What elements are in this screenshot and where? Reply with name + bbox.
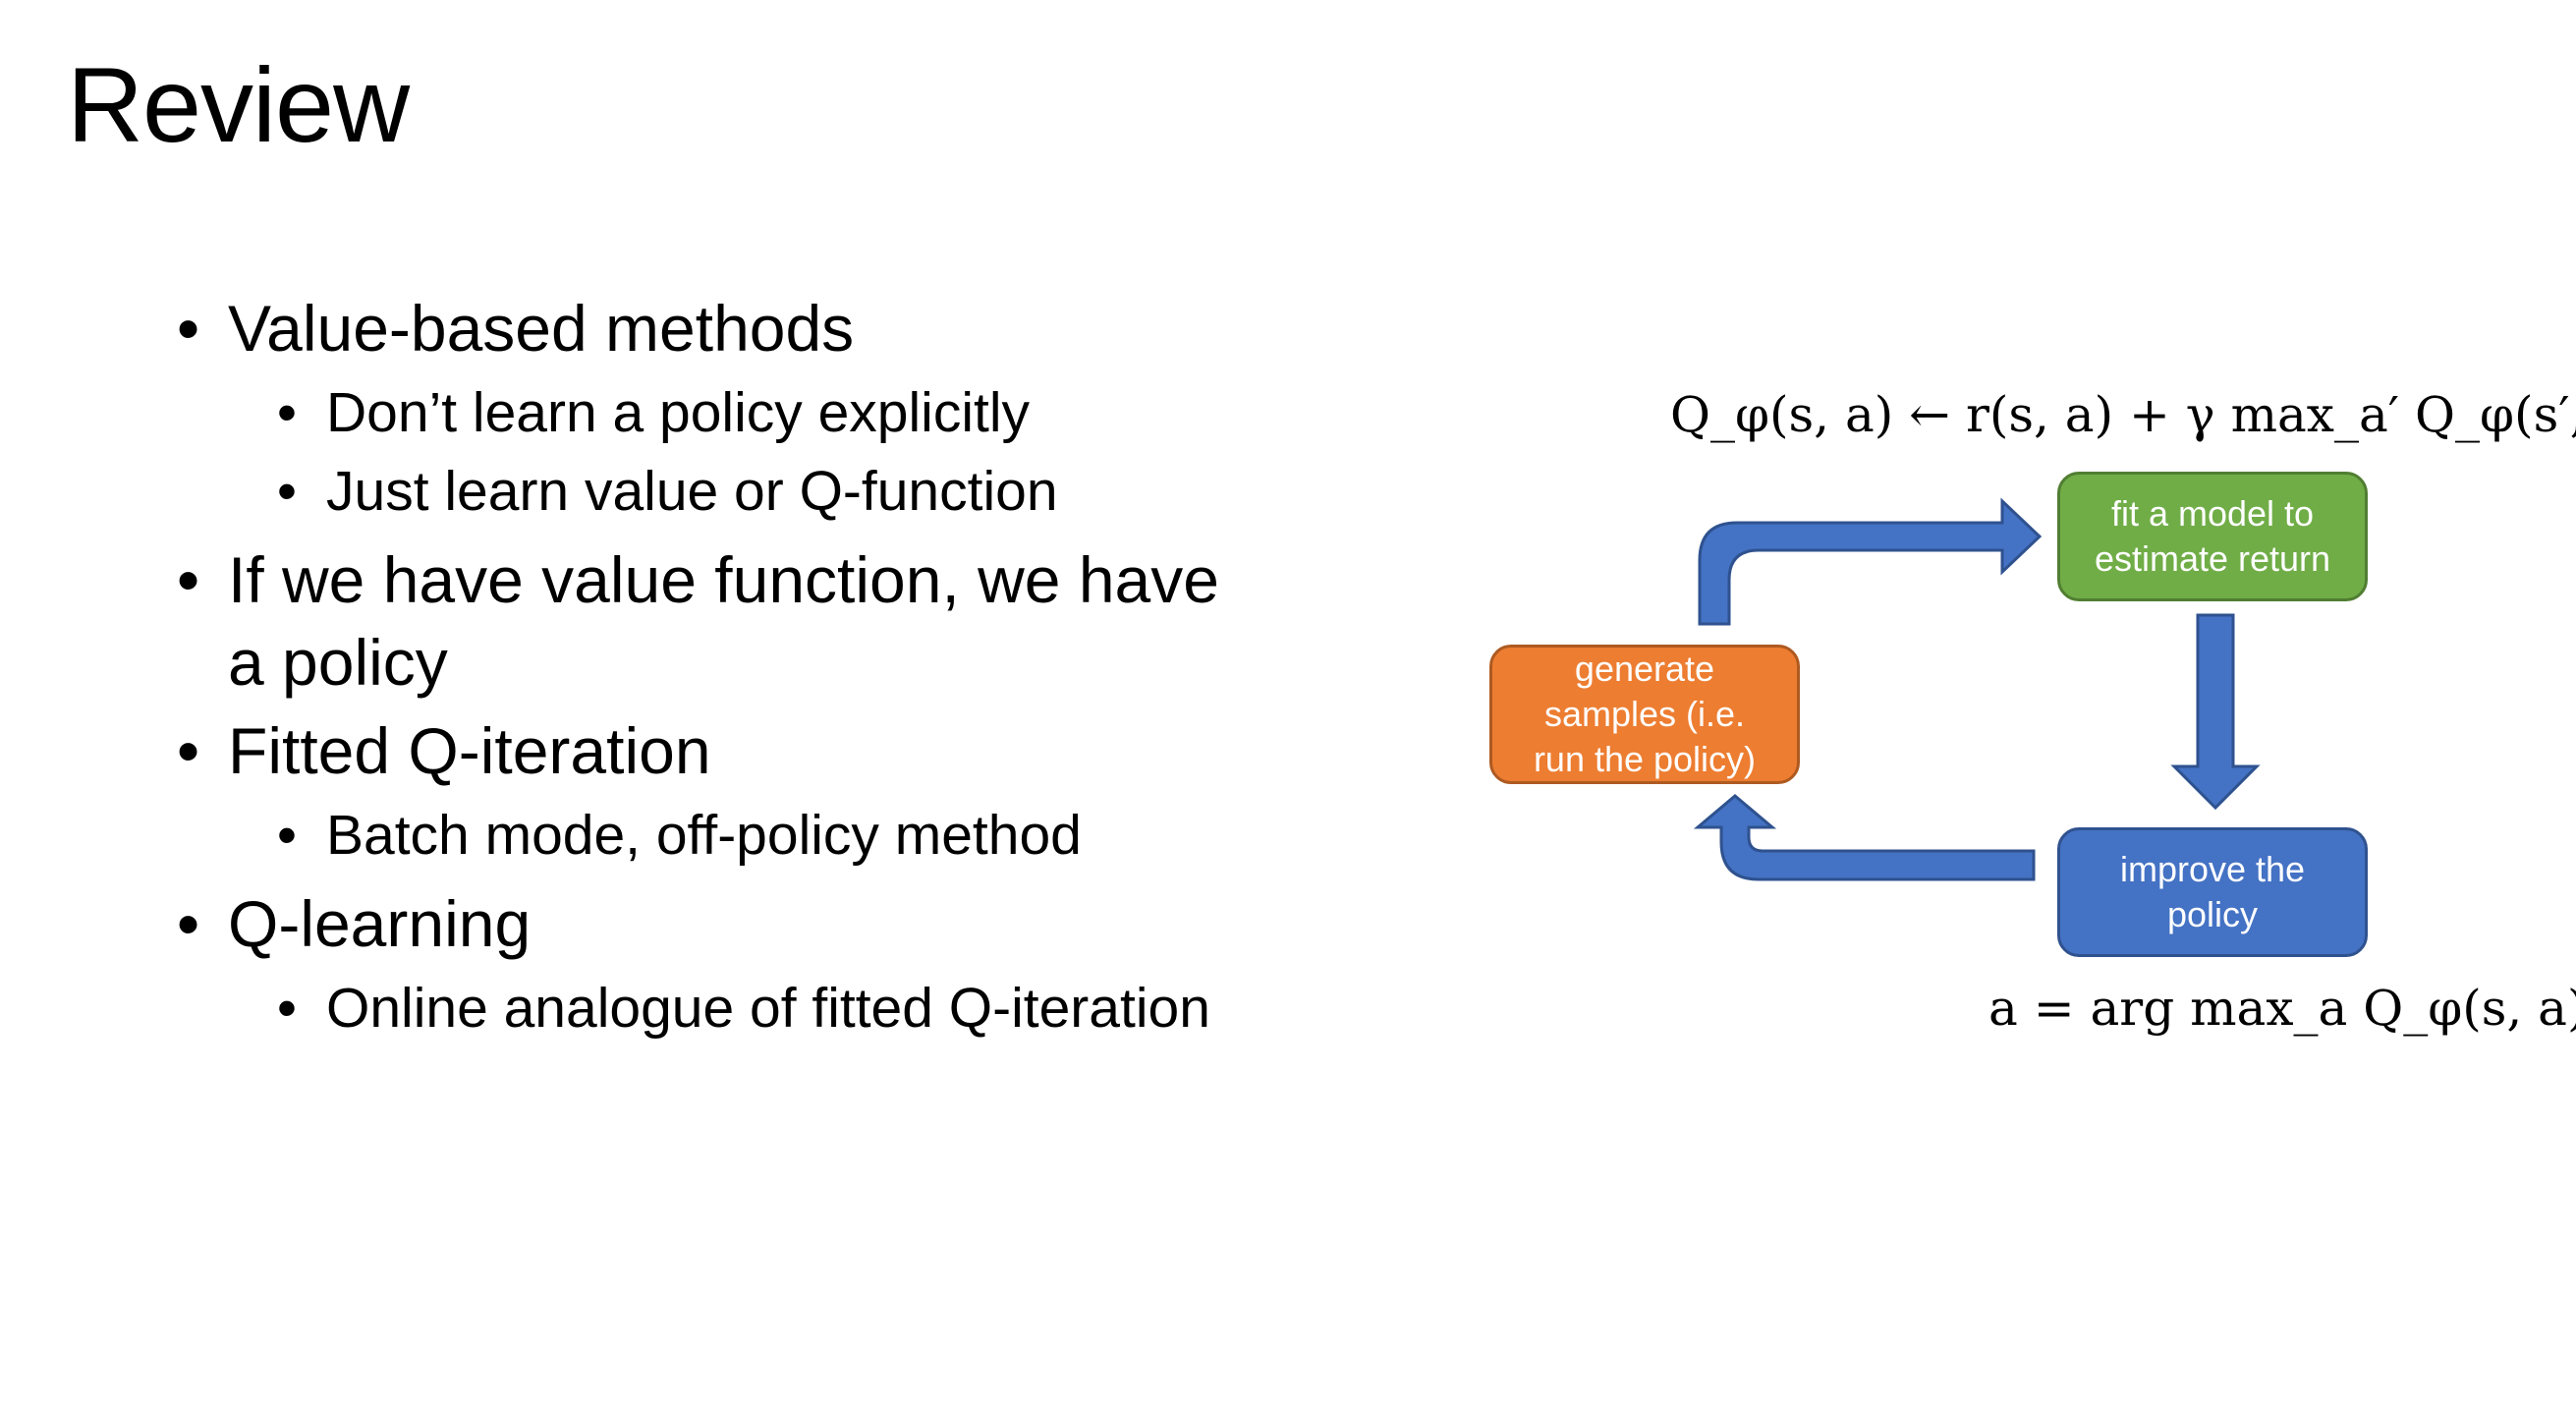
sub-bullet-text: Just learn value or Q-function	[326, 460, 1058, 523]
bullet-value-function: If we have value function, we have a pol…	[177, 538, 1238, 704]
box-fit-model-label: fit a model to estimate return	[2094, 493, 2331, 579]
sub-bullet: Just learn value or Q-function	[277, 456, 1238, 527]
arrow-to-improve	[2170, 613, 2261, 811]
sub-bullet-text: Online analogue of fitted Q-iteration	[326, 977, 1210, 1040]
bullet-text: If we have value function, we have a pol…	[228, 543, 1219, 699]
slide-title: Review	[67, 45, 410, 164]
equation-top-text: Q_φ(s, a) ← r(s, a) + γ max_a′ Q_φ(s′, a…	[1670, 386, 2576, 443]
sub-bullet: Online analogue of fitted Q-iteration	[277, 973, 1238, 1044]
bullet-list: Value-based methods Don’t learn a policy…	[177, 287, 1238, 1055]
sub-bullet-list: Don’t learn a policy explicitly Just lea…	[177, 377, 1238, 527]
box-generate-samples: generate samples (i.e. run the policy)	[1489, 645, 1800, 784]
sub-bullet: Don’t learn a policy explicitly	[277, 377, 1238, 448]
bullet-text: Fitted Q-iteration	[228, 714, 711, 787]
box-generate-samples-label: generate samples (i.e. run the policy)	[1533, 649, 1757, 779]
sub-bullet: Batch mode, off-policy method	[277, 800, 1238, 871]
bullet-q-learning: Q-learning	[177, 882, 1238, 965]
sub-bullet-list: Online analogue of fitted Q-iteration	[177, 973, 1238, 1044]
sub-bullet-list: Batch mode, off-policy method	[177, 800, 1238, 871]
box-improve-policy-label: improve the policy	[2119, 849, 2306, 934]
bullet-value-based: Value-based methods	[177, 287, 1238, 369]
box-fit-model: fit a model to estimate return	[2057, 472, 2368, 601]
arrow-to-fit	[1698, 497, 2043, 626]
equation-bottom-text: a = arg max_a Q_φ(s, a)	[1988, 980, 2576, 1037]
bullet-text: Value-based methods	[228, 292, 855, 365]
bullet-fitted-q: Fitted Q-iteration	[177, 709, 1238, 792]
arrow-to-generate	[1693, 794, 2036, 881]
sub-bullet-text: Batch mode, off-policy method	[326, 804, 1082, 867]
sub-bullet-text: Don’t learn a policy explicitly	[326, 381, 1030, 444]
box-improve-policy: improve the policy	[2057, 827, 2368, 957]
equation-bottom: a = arg max_a Q_φ(s, a)	[1988, 979, 2576, 1038]
bullet-text: Q-learning	[228, 887, 532, 960]
equation-top: Q_φ(s, a) ← r(s, a) + γ max_a′ Q_φ(s′, a…	[1670, 385, 2576, 444]
